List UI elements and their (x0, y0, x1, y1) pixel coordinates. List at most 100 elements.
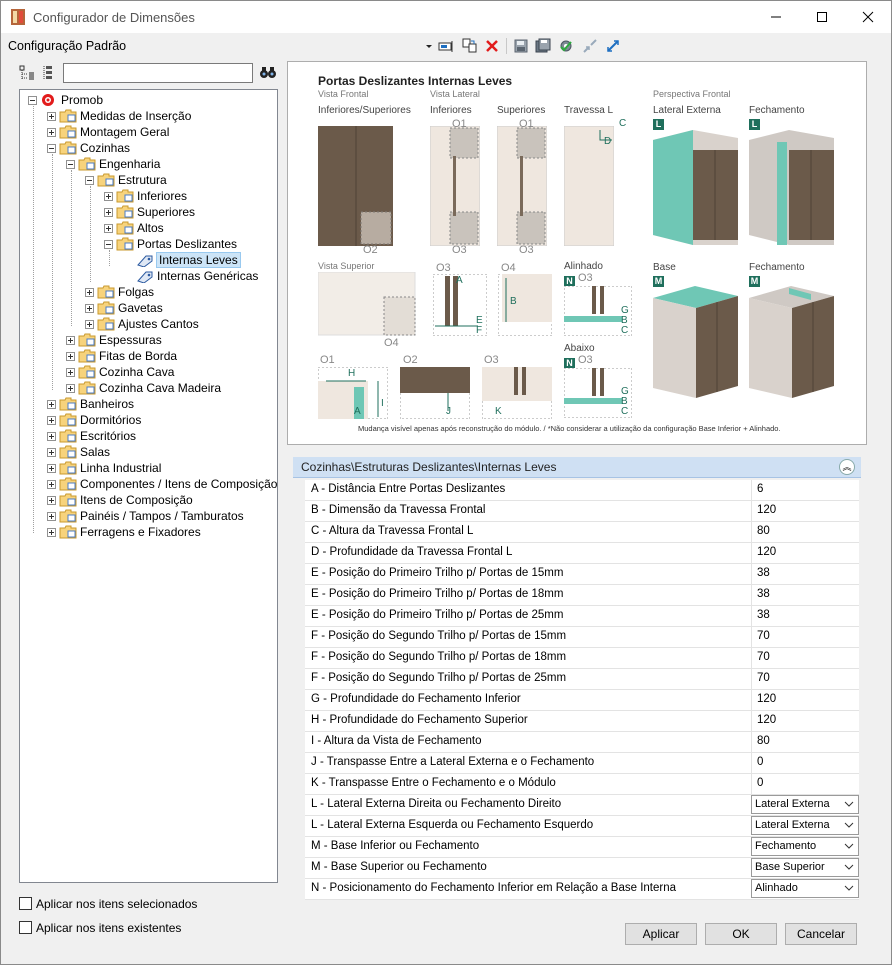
close-window-button[interactable] (845, 1, 891, 33)
tree-node-gavetas[interactable]: Gavetas (85, 300, 163, 316)
expand-toggle[interactable] (104, 191, 113, 201)
tree-node-salas[interactable]: Salas (47, 444, 110, 460)
tree-node-fitas-borda[interactable]: Fitas de Borda (66, 348, 177, 364)
property-value[interactable]: 6 (751, 480, 860, 500)
expand-toggle[interactable] (85, 303, 94, 313)
property-select[interactable]: Lateral Externa (751, 795, 859, 814)
expand-toggle[interactable] (47, 463, 56, 473)
tree-node-banheiros[interactable]: Banheiros (47, 396, 134, 412)
expand-toggle[interactable] (104, 207, 113, 217)
property-value[interactable]: 38 (751, 585, 860, 605)
expand-toggle[interactable] (66, 351, 75, 361)
tree-expand-all-icon[interactable] (19, 65, 35, 81)
expand-toggle[interactable] (47, 127, 56, 137)
settings-button[interactable] (557, 37, 575, 55)
tree-node-ferragens[interactable]: Ferragens e Fixadores (47, 524, 201, 540)
maximize-button[interactable] (799, 1, 845, 33)
expand-toggle[interactable] (47, 479, 56, 489)
expand-toggle[interactable] (47, 399, 56, 409)
tree-node-engenharia[interactable]: Engenharia (66, 156, 160, 172)
collapse-section-button[interactable]: ︽ (839, 459, 855, 475)
property-value[interactable]: 70 (751, 669, 860, 689)
search-input[interactable] (63, 63, 253, 83)
tree-node-linha-industrial[interactable]: Linha Industrial (47, 460, 161, 476)
binoculars-search-icon[interactable] (259, 64, 277, 80)
rename-config-button[interactable] (437, 37, 455, 55)
expand-toggle[interactable] (47, 415, 56, 425)
config-dropdown-arrow[interactable] (420, 37, 438, 55)
collapse-toggle[interactable] (28, 95, 37, 105)
property-value[interactable]: 120 (751, 543, 860, 563)
expand-toggle[interactable] (47, 511, 56, 521)
apply-button[interactable]: Aplicar (625, 923, 697, 945)
detail-o3-bottom-drawing (482, 367, 552, 419)
expand-toggle[interactable] (66, 335, 75, 345)
property-select[interactable]: Base Superior (751, 858, 859, 877)
expand-arrows-button[interactable] (604, 37, 622, 55)
collapse-toggle[interactable] (104, 239, 113, 249)
tree-node-paineis[interactable]: Painéis / Tampos / Tamburatos (47, 508, 244, 524)
ok-button[interactable]: OK (705, 923, 777, 945)
property-value[interactable]: 70 (751, 627, 860, 647)
expand-toggle[interactable] (85, 287, 94, 297)
property-select[interactable]: Lateral Externa (751, 816, 859, 835)
tree-node-montagem-geral[interactable]: Montagem Geral (47, 124, 169, 140)
collapse-toggle[interactable] (85, 175, 94, 185)
tree-node-medidas-insercao[interactable]: Medidas de Inserção (47, 108, 191, 124)
tree-node-ajustes-cantos[interactable]: Ajustes Cantos (85, 316, 199, 332)
expand-toggle[interactable] (47, 431, 56, 441)
collapse-toggle[interactable] (66, 159, 75, 169)
property-value[interactable]: 0 (751, 774, 860, 794)
tree-node-cozinha-cava-madeira[interactable]: Cozinha Cava Madeira (66, 380, 221, 396)
expand-toggle[interactable] (47, 495, 56, 505)
gear-check-icon (560, 40, 572, 52)
property-value[interactable]: 120 (751, 501, 860, 521)
tree-node-itens-composicao[interactable]: Itens de Composição (47, 492, 193, 508)
tree-node-promob[interactable]: Promob (28, 92, 103, 108)
expand-toggle[interactable] (104, 223, 113, 233)
expand-toggle[interactable] (66, 367, 75, 377)
property-value[interactable]: 0 (751, 753, 860, 773)
expand-toggle[interactable] (85, 319, 94, 329)
apply-existing-checkbox[interactable] (19, 921, 32, 934)
tag-l: L (749, 116, 760, 130)
expand-toggle[interactable] (66, 383, 75, 393)
save-button[interactable] (512, 37, 530, 55)
collapse-toggle[interactable] (47, 143, 56, 153)
tree-node-espessuras[interactable]: Espessuras (66, 332, 162, 348)
tree-node-estrutura[interactable]: Estrutura (85, 172, 167, 188)
property-value[interactable]: 70 (751, 648, 860, 668)
tree-node-internas-genericas[interactable]: Internas Genéricas (124, 268, 258, 284)
tree-node-portas-deslizantes[interactable]: Portas Deslizantes (104, 236, 237, 252)
tree-node-inferiores[interactable]: Inferiores (104, 188, 187, 204)
minimize-button[interactable] (753, 1, 799, 33)
expand-toggle[interactable] (47, 527, 56, 537)
property-value[interactable]: 120 (751, 711, 860, 731)
property-value[interactable]: 80 (751, 522, 860, 542)
tree-node-componentes[interactable]: Componentes / Itens de Composição (47, 476, 277, 492)
property-value[interactable]: 38 (751, 564, 860, 584)
tree-node-cozinhas[interactable]: Cozinhas (47, 140, 130, 156)
collapse-arrows-button[interactable] (581, 37, 599, 55)
property-value[interactable]: 38 (751, 606, 860, 626)
tree-collapse-all-icon[interactable] (41, 65, 57, 81)
cancel-button[interactable]: Cancelar (785, 923, 857, 945)
property-value[interactable]: 120 (751, 690, 860, 710)
tree-node-escritorios[interactable]: Escritórios (47, 428, 136, 444)
tree-node-cozinha-cava[interactable]: Cozinha Cava (66, 364, 174, 380)
delete-config-button[interactable] (483, 37, 501, 55)
apply-selected-checkbox[interactable] (19, 897, 32, 910)
copy-config-button[interactable] (461, 37, 479, 55)
tree-node-altos[interactable]: Altos (104, 220, 164, 236)
tree-node-superiores[interactable]: Superiores (104, 204, 195, 220)
expand-toggle[interactable] (47, 111, 56, 121)
expand-toggle[interactable] (47, 447, 56, 457)
tree-node-folgas[interactable]: Folgas (85, 284, 154, 300)
save-as-button[interactable] (534, 37, 552, 55)
tree-node-dormitorios[interactable]: Dormitórios (47, 412, 141, 428)
tree-node-internas-leves[interactable]: Internas Leves (124, 252, 241, 268)
property-value[interactable]: 80 (751, 732, 860, 752)
property-select[interactable]: Alinhado (751, 879, 859, 898)
property-select[interactable]: Fechamento (751, 837, 859, 856)
